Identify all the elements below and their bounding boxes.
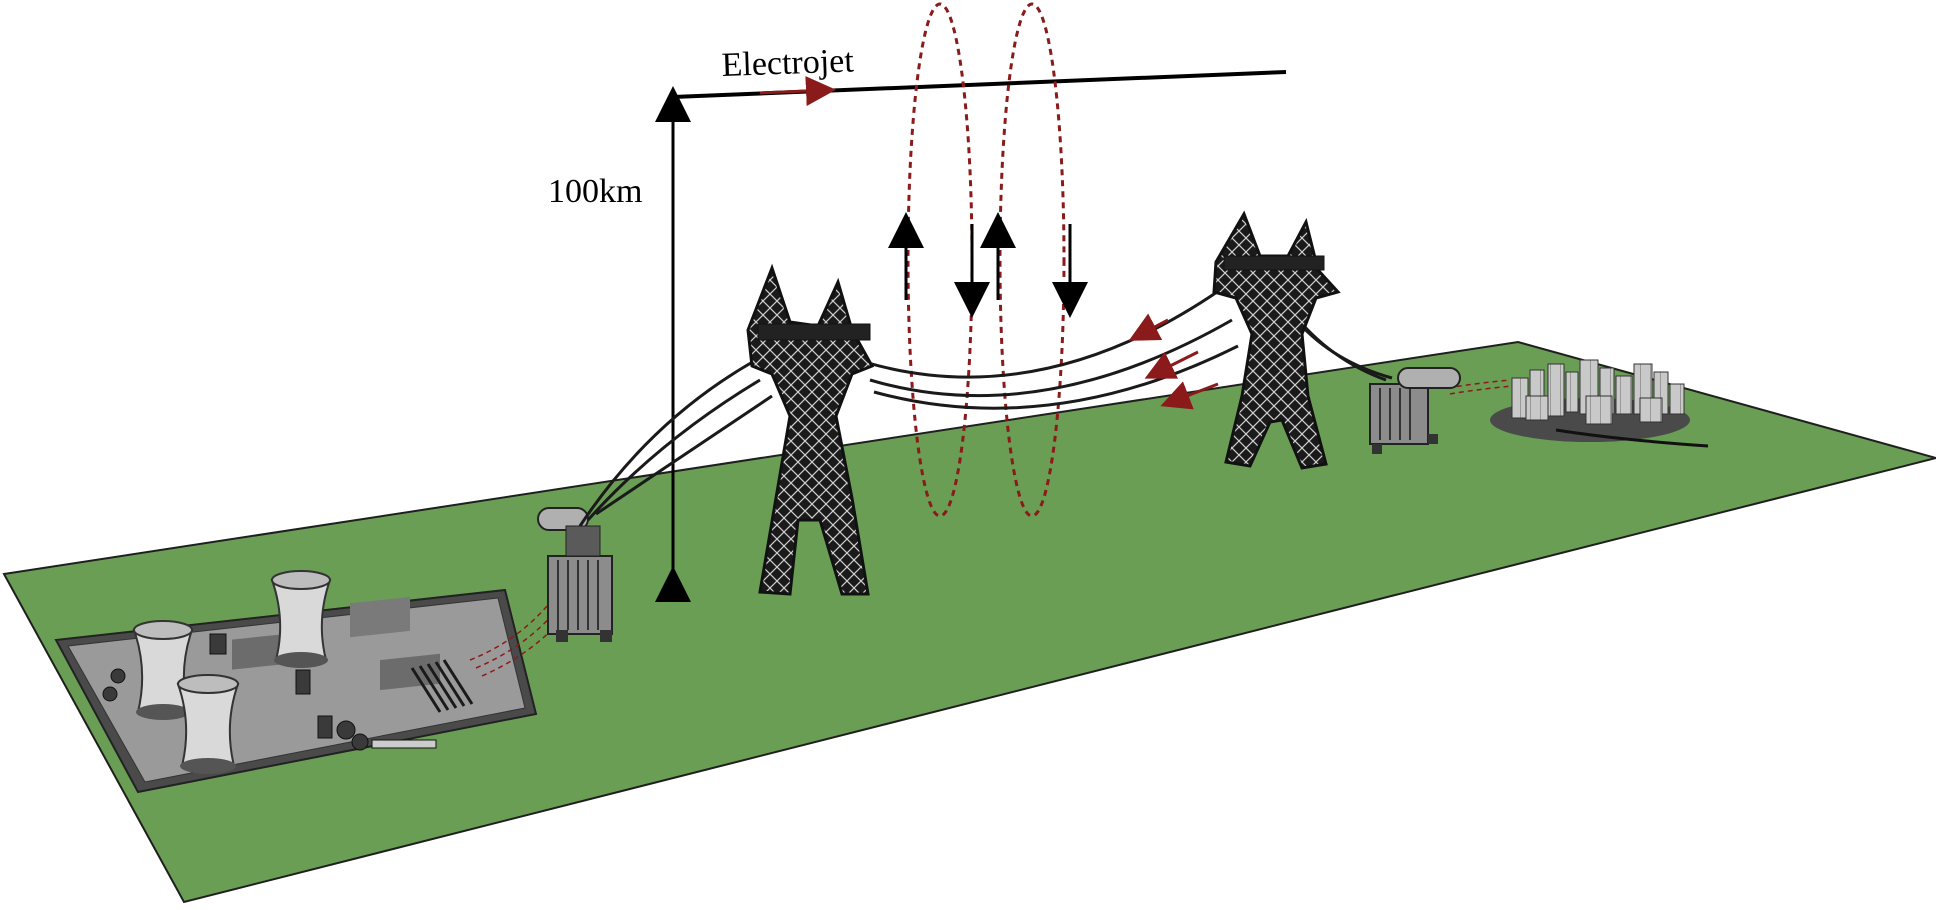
cooling-tower: [270, 570, 332, 668]
field-loop: [998, 2, 1066, 518]
transmission-tower: [746, 263, 875, 596]
gic-arrows: [1128, 313, 1219, 410]
transmission-tower: [1212, 210, 1341, 470]
cooling-tower: [176, 674, 240, 774]
transmission-conductors: [578, 288, 1393, 527]
city: [1490, 359, 1709, 448]
power-plant: [54, 570, 538, 794]
electrojet-current-arrow: [759, 76, 836, 107]
step-up-transformer: [537, 507, 613, 642]
altitude-label: 100km: [548, 173, 642, 210]
ground-plane: [2, 340, 1936, 904]
electrojet-label: Electrojet: [721, 42, 855, 84]
step-down-transformer: [1369, 367, 1461, 454]
